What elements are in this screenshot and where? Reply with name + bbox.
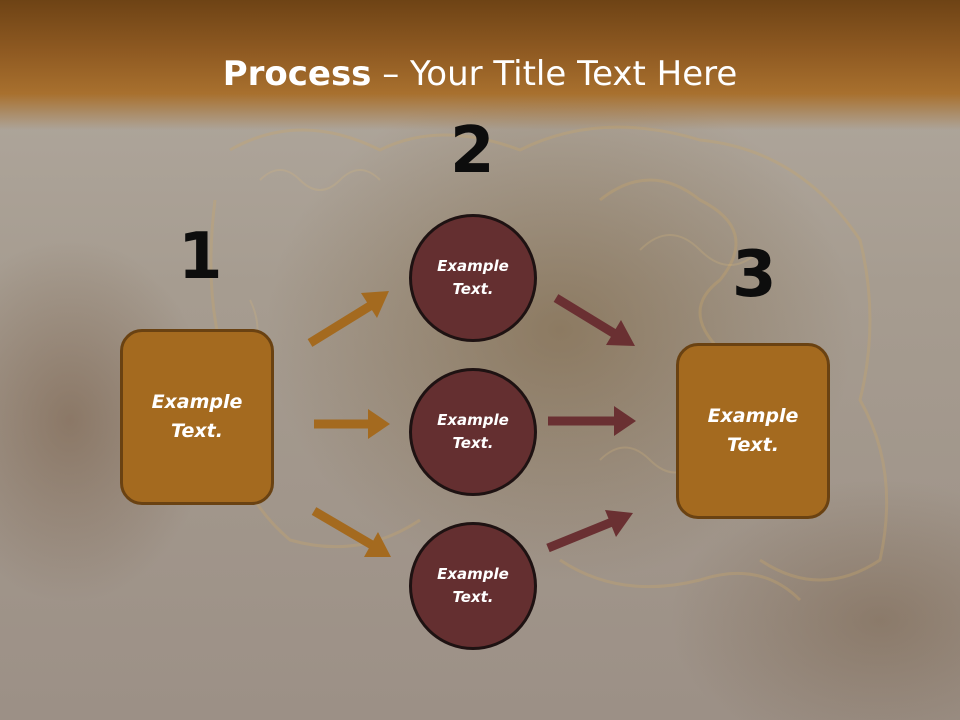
arrow-middle-to-right <box>548 406 636 436</box>
step-number-1: 1 <box>178 220 223 294</box>
right-box-line-1: Example <box>707 405 799 427</box>
circle-middle-line-1: Example <box>437 411 509 429</box>
right-process-box: Example Text. <box>676 343 830 519</box>
arrow-bottom-to-right <box>546 510 633 553</box>
right-box-line-2: Text. <box>727 434 779 456</box>
title-rest: – Your Title Text Here <box>371 54 738 94</box>
page-title: Process – Your Title Text Here <box>0 52 960 96</box>
title-strong: Process <box>222 54 372 94</box>
step-number-3: 3 <box>732 238 777 312</box>
process-circle-bottom: Example Text. <box>409 522 537 650</box>
arrow-left-to-bottom <box>311 507 391 557</box>
left-process-box: Example Text. <box>120 329 274 505</box>
step-number-2: 2 <box>450 114 495 188</box>
left-box-line-1: Example <box>151 391 243 413</box>
process-circle-top: Example Text. <box>409 214 537 342</box>
arrow-left-to-middle <box>314 409 390 439</box>
circle-middle-line-2: Text. <box>452 434 494 452</box>
arrow-left-to-top <box>307 291 389 347</box>
title-bar <box>0 0 960 130</box>
process-circle-middle: Example Text. <box>409 368 537 496</box>
arrow-top-to-right <box>553 294 635 346</box>
circle-top-line-1: Example <box>437 257 509 275</box>
circle-top-line-2: Text. <box>452 280 494 298</box>
left-box-line-2: Text. <box>171 420 223 442</box>
circle-bottom-line-2: Text. <box>452 588 494 606</box>
circle-bottom-line-1: Example <box>437 565 509 583</box>
